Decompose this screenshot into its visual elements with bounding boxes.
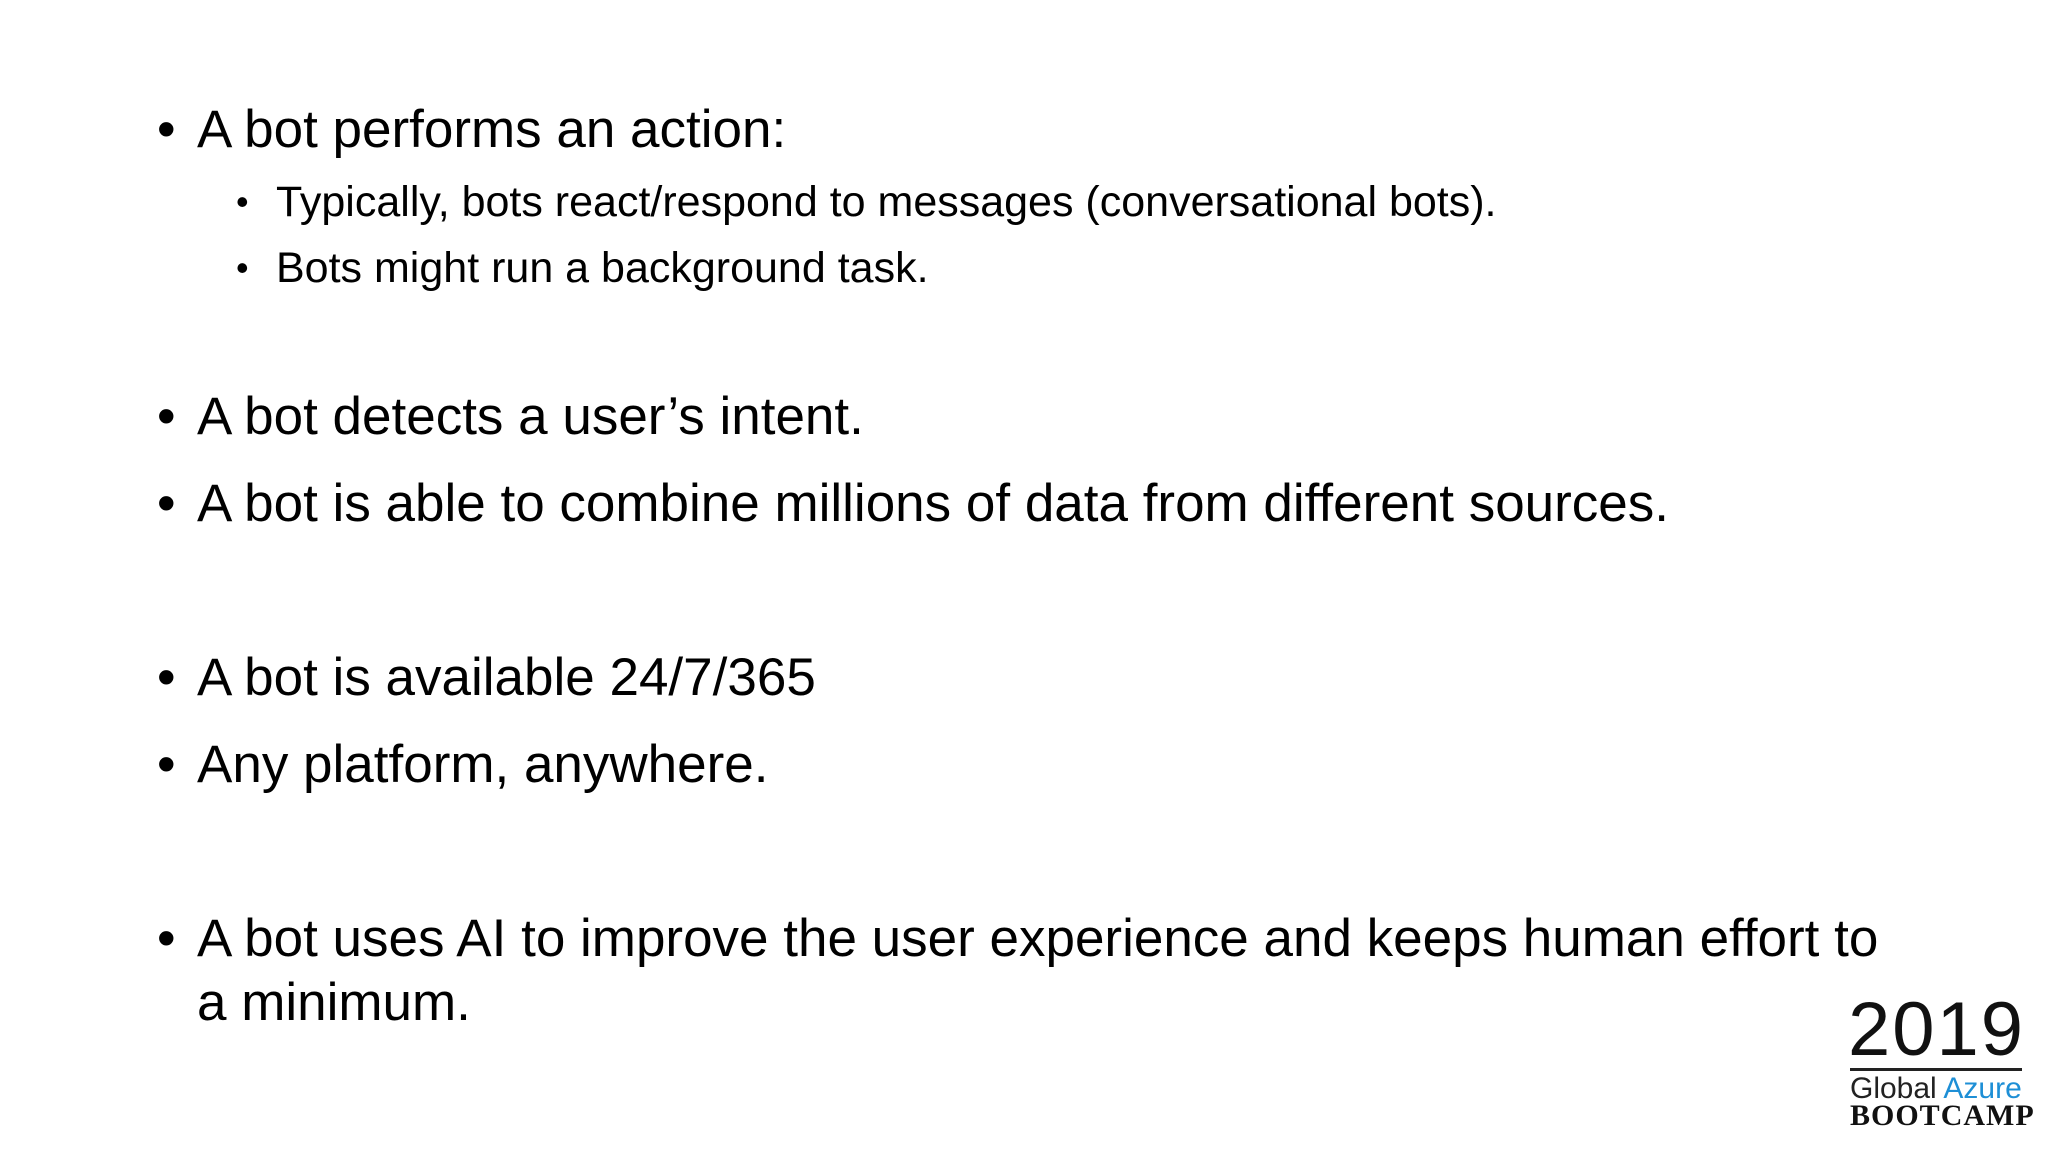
logo-title: Global Azure xyxy=(1850,1072,2022,1106)
sub-bullet-conversational: Typically, bots react/respond to message… xyxy=(236,175,1836,229)
bullet-performs-action: A bot performs an action: xyxy=(157,98,1917,162)
global-azure-bootcamp-logo: 2019 Global Azure BOOTCAMP xyxy=(1848,987,2034,1132)
bullet-uses-ai: A bot uses AI to improve the user experi… xyxy=(157,907,1917,1035)
bullet-combine-data: A bot is able to combine millions of dat… xyxy=(157,472,1917,536)
sub-bullet-background-task: Bots might run a background task. xyxy=(236,241,1836,295)
bullet-any-platform: Any platform, anywhere. xyxy=(157,733,1917,797)
logo-word-bootcamp: BOOTCAMP xyxy=(1850,1099,2035,1132)
sub-bullet-text: Typically, bots react/respond to message… xyxy=(276,178,1497,226)
logo-divider xyxy=(1850,1068,2022,1071)
logo-year: 2019 xyxy=(1848,987,2026,1072)
bullet-text: A bot uses AI to improve the user experi… xyxy=(197,909,1879,1032)
bullet-text: A bot is able to combine millions of dat… xyxy=(197,474,1669,533)
bullet-text: A bot performs an action: xyxy=(197,100,787,159)
bullet-text: A bot is available 24/7/365 xyxy=(197,648,816,707)
bullet-available: A bot is available 24/7/365 xyxy=(157,646,1917,710)
bullet-text: Any platform, anywhere. xyxy=(197,735,769,794)
sub-bullet-text: Bots might run a background task. xyxy=(276,244,929,292)
logo-word-global: Global xyxy=(1850,1072,1937,1105)
bullet-detects-intent: A bot detects a user’s intent. xyxy=(157,385,1917,449)
bullet-text: A bot detects a user’s intent. xyxy=(197,387,864,446)
logo-word-azure: Azure xyxy=(1943,1072,2022,1105)
